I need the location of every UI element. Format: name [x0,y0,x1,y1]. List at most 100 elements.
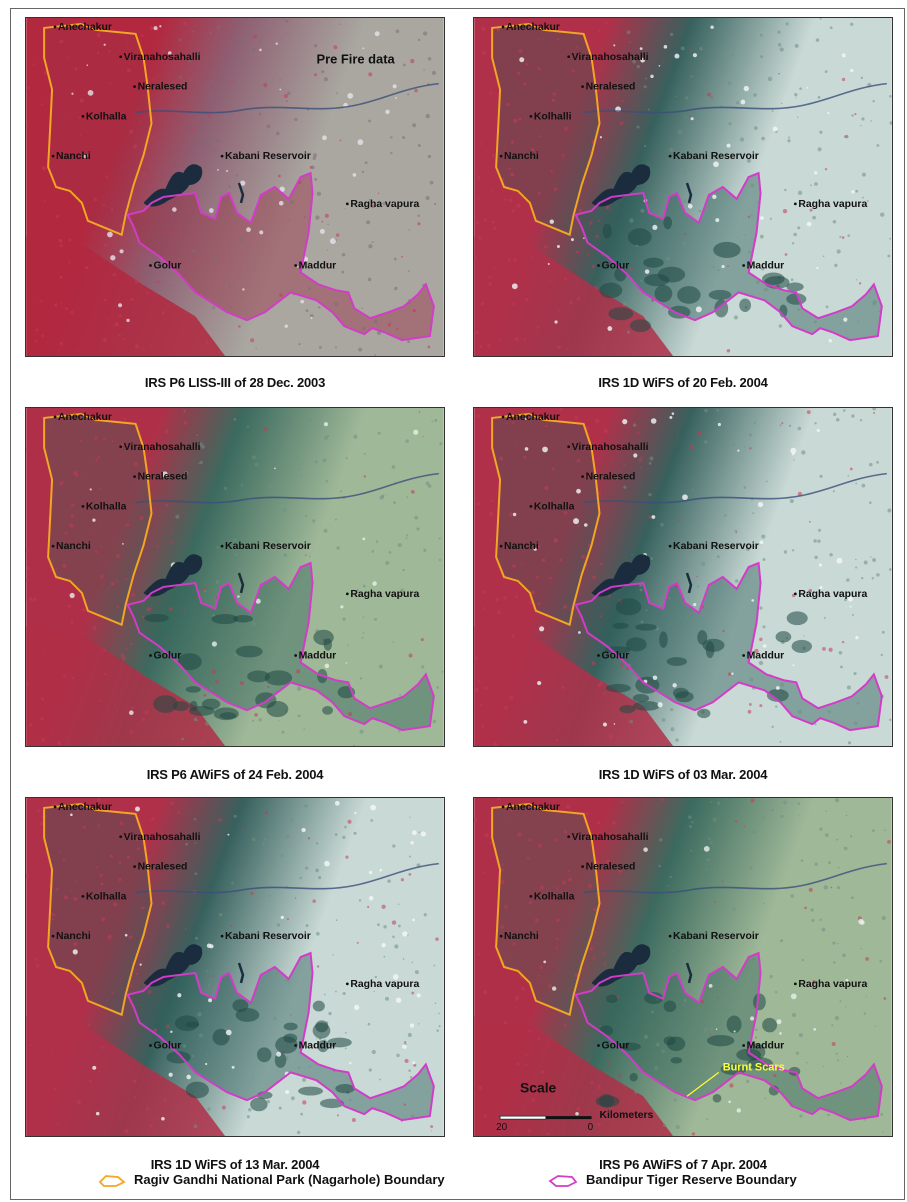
place-label: Kolhalla [529,501,575,512]
caption-awifs-7-apr-2004: IRS P6 AWiFS of 7 Apr. 2004 [599,1157,767,1172]
river [135,82,439,114]
bandipur-boundary [126,951,435,1122]
kabani-reservoir [591,554,651,597]
place-label: Anechakur [53,412,112,423]
svg-text:Maddur: Maddur [299,1041,337,1052]
nagarhole-boundary-swatch-icon [98,1174,126,1187]
bandipur-boundary [126,561,435,732]
cloud-speckles [69,422,419,715]
svg-text:Kolhalli: Kolhalli [534,111,572,122]
cloud-speckles [512,412,859,727]
svg-text:Nanchi: Nanchi [56,151,91,162]
nagarhole-interior [44,413,152,625]
place-label: Ragha vapura [345,979,419,990]
place-label: Ragha vapura [793,199,867,210]
svg-text:Nanchi: Nanchi [504,541,539,552]
river [135,472,439,504]
place-label: Nanchi [499,931,539,942]
svg-text:Golur: Golur [601,261,629,272]
place-label: Ragha vapura [793,589,867,600]
river [583,472,887,504]
legend-bandipur-label: Bandipur Tiger Reserve Boundary [586,1172,797,1187]
place-label: Kabani Reservoir [668,541,759,552]
svg-text:Anechakur: Anechakur [506,22,560,33]
satellite-image: AnechakurViranahosahalliNeralesedKolhall… [473,797,893,1137]
place-label: Neralesed [133,82,187,93]
svg-text:Kolhalla: Kolhalla [86,111,127,122]
burnt-scar-label: Burnt Scars [723,1061,785,1073]
legend-nagarhole-label: Ragiv Gandhi National Park (Nagarhole) B… [134,1172,445,1187]
reservoir-arm [237,182,245,204]
bandipur-boundary [126,171,435,342]
svg-text:Nanchi: Nanchi [56,541,91,552]
satellite-image: AnechakurViranahosahalliNeralesedKolhall… [25,407,445,747]
svg-text:Ragha vapura: Ragha vapura [350,199,419,210]
svg-text:Maddur: Maddur [299,651,337,662]
place-label: Kabani Reservoir [668,151,759,162]
svg-text:Kolhalla: Kolhalla [534,501,575,512]
svg-text:Ragha vapura: Ragha vapura [798,199,867,210]
place-label: Kabani Reservoir [220,931,311,942]
svg-text:Kolhalla: Kolhalla [86,891,127,902]
pre-fire-title: Pre Fire data [317,52,396,67]
reservoir-arm [685,962,693,984]
place-label: Viranahosahalli [567,832,649,843]
terrain-texture [474,18,892,353]
place-label: Kolhalla [529,891,575,902]
place-label: Maddur [742,261,784,272]
svg-text:Kabani Reservoir: Kabani Reservoir [225,541,311,552]
nagarhole-interior [44,803,152,1015]
kabani-reservoir [591,944,651,987]
svg-text:Nanchi: Nanchi [56,931,91,942]
svg-text:Viranahosahalli: Viranahosahalli [572,832,649,843]
nagarhole-boundary [43,802,153,1017]
place-label: Kabani Reservoir [220,151,311,162]
svg-text:0: 0 [588,1122,594,1133]
svg-text:Ragha vapura: Ragha vapura [350,979,419,990]
southwest-forest-region [26,1016,226,1136]
place-label: Golur [149,651,181,662]
place-label: Anechakur [53,802,112,813]
svg-text:Golur: Golur [153,261,181,272]
nagarhole-boundary [491,22,601,237]
svg-text:Anechakur: Anechakur [58,412,112,423]
reservoir-arm [685,182,693,204]
svg-text:Neralesed: Neralesed [586,472,636,483]
place-label: Golur [597,261,629,272]
svg-text:Kolhalla: Kolhalla [86,501,127,512]
svg-text:Kilometers: Kilometers [599,1110,653,1121]
kabani-reservoir [591,164,651,207]
svg-text:Maddur: Maddur [747,1041,785,1052]
place-label: Viranahosahalli [119,52,201,63]
satellite-image: AnechakurViranahosahalliNeralesedKolhall… [25,17,445,357]
nagarhole-boundary [43,22,153,237]
place-label: Neralesed [133,472,187,483]
caption-wifs-20-feb-2004: IRS 1D WiFS of 20 Feb. 2004 [598,375,768,390]
svg-text:Golur: Golur [153,1041,181,1052]
satellite-image: AnechakurViranahosahalliNeralesedKolhall… [25,797,445,1137]
place-label: Golur [597,1041,629,1052]
place-label: Anechakur [53,22,112,33]
svg-text:Ragha vapura: Ragha vapura [798,979,867,990]
nagarhole-interior [492,803,600,1015]
kabani-reservoir [143,164,203,207]
svg-text:Maddur: Maddur [299,261,337,272]
svg-text:Kabani Reservoir: Kabani Reservoir [225,151,311,162]
place-label: Golur [149,261,181,272]
svg-text:Golur: Golur [153,651,181,662]
place-label: Neralesed [581,82,635,93]
place-label: Neralesed [581,862,635,873]
place-label: Nanchi [51,931,91,942]
river [583,862,887,894]
svg-text:Viranahosahalli: Viranahosahalli [124,832,201,843]
river [135,862,439,894]
legend-bandipur: Bandipur Tiger Reserve Boundary [548,1172,797,1188]
place-label: Maddur [294,651,336,662]
svg-text:Neralesed: Neralesed [586,862,636,873]
svg-text:Kabani Reservoir: Kabani Reservoir [225,931,311,942]
place-label: Maddur [294,1041,336,1052]
